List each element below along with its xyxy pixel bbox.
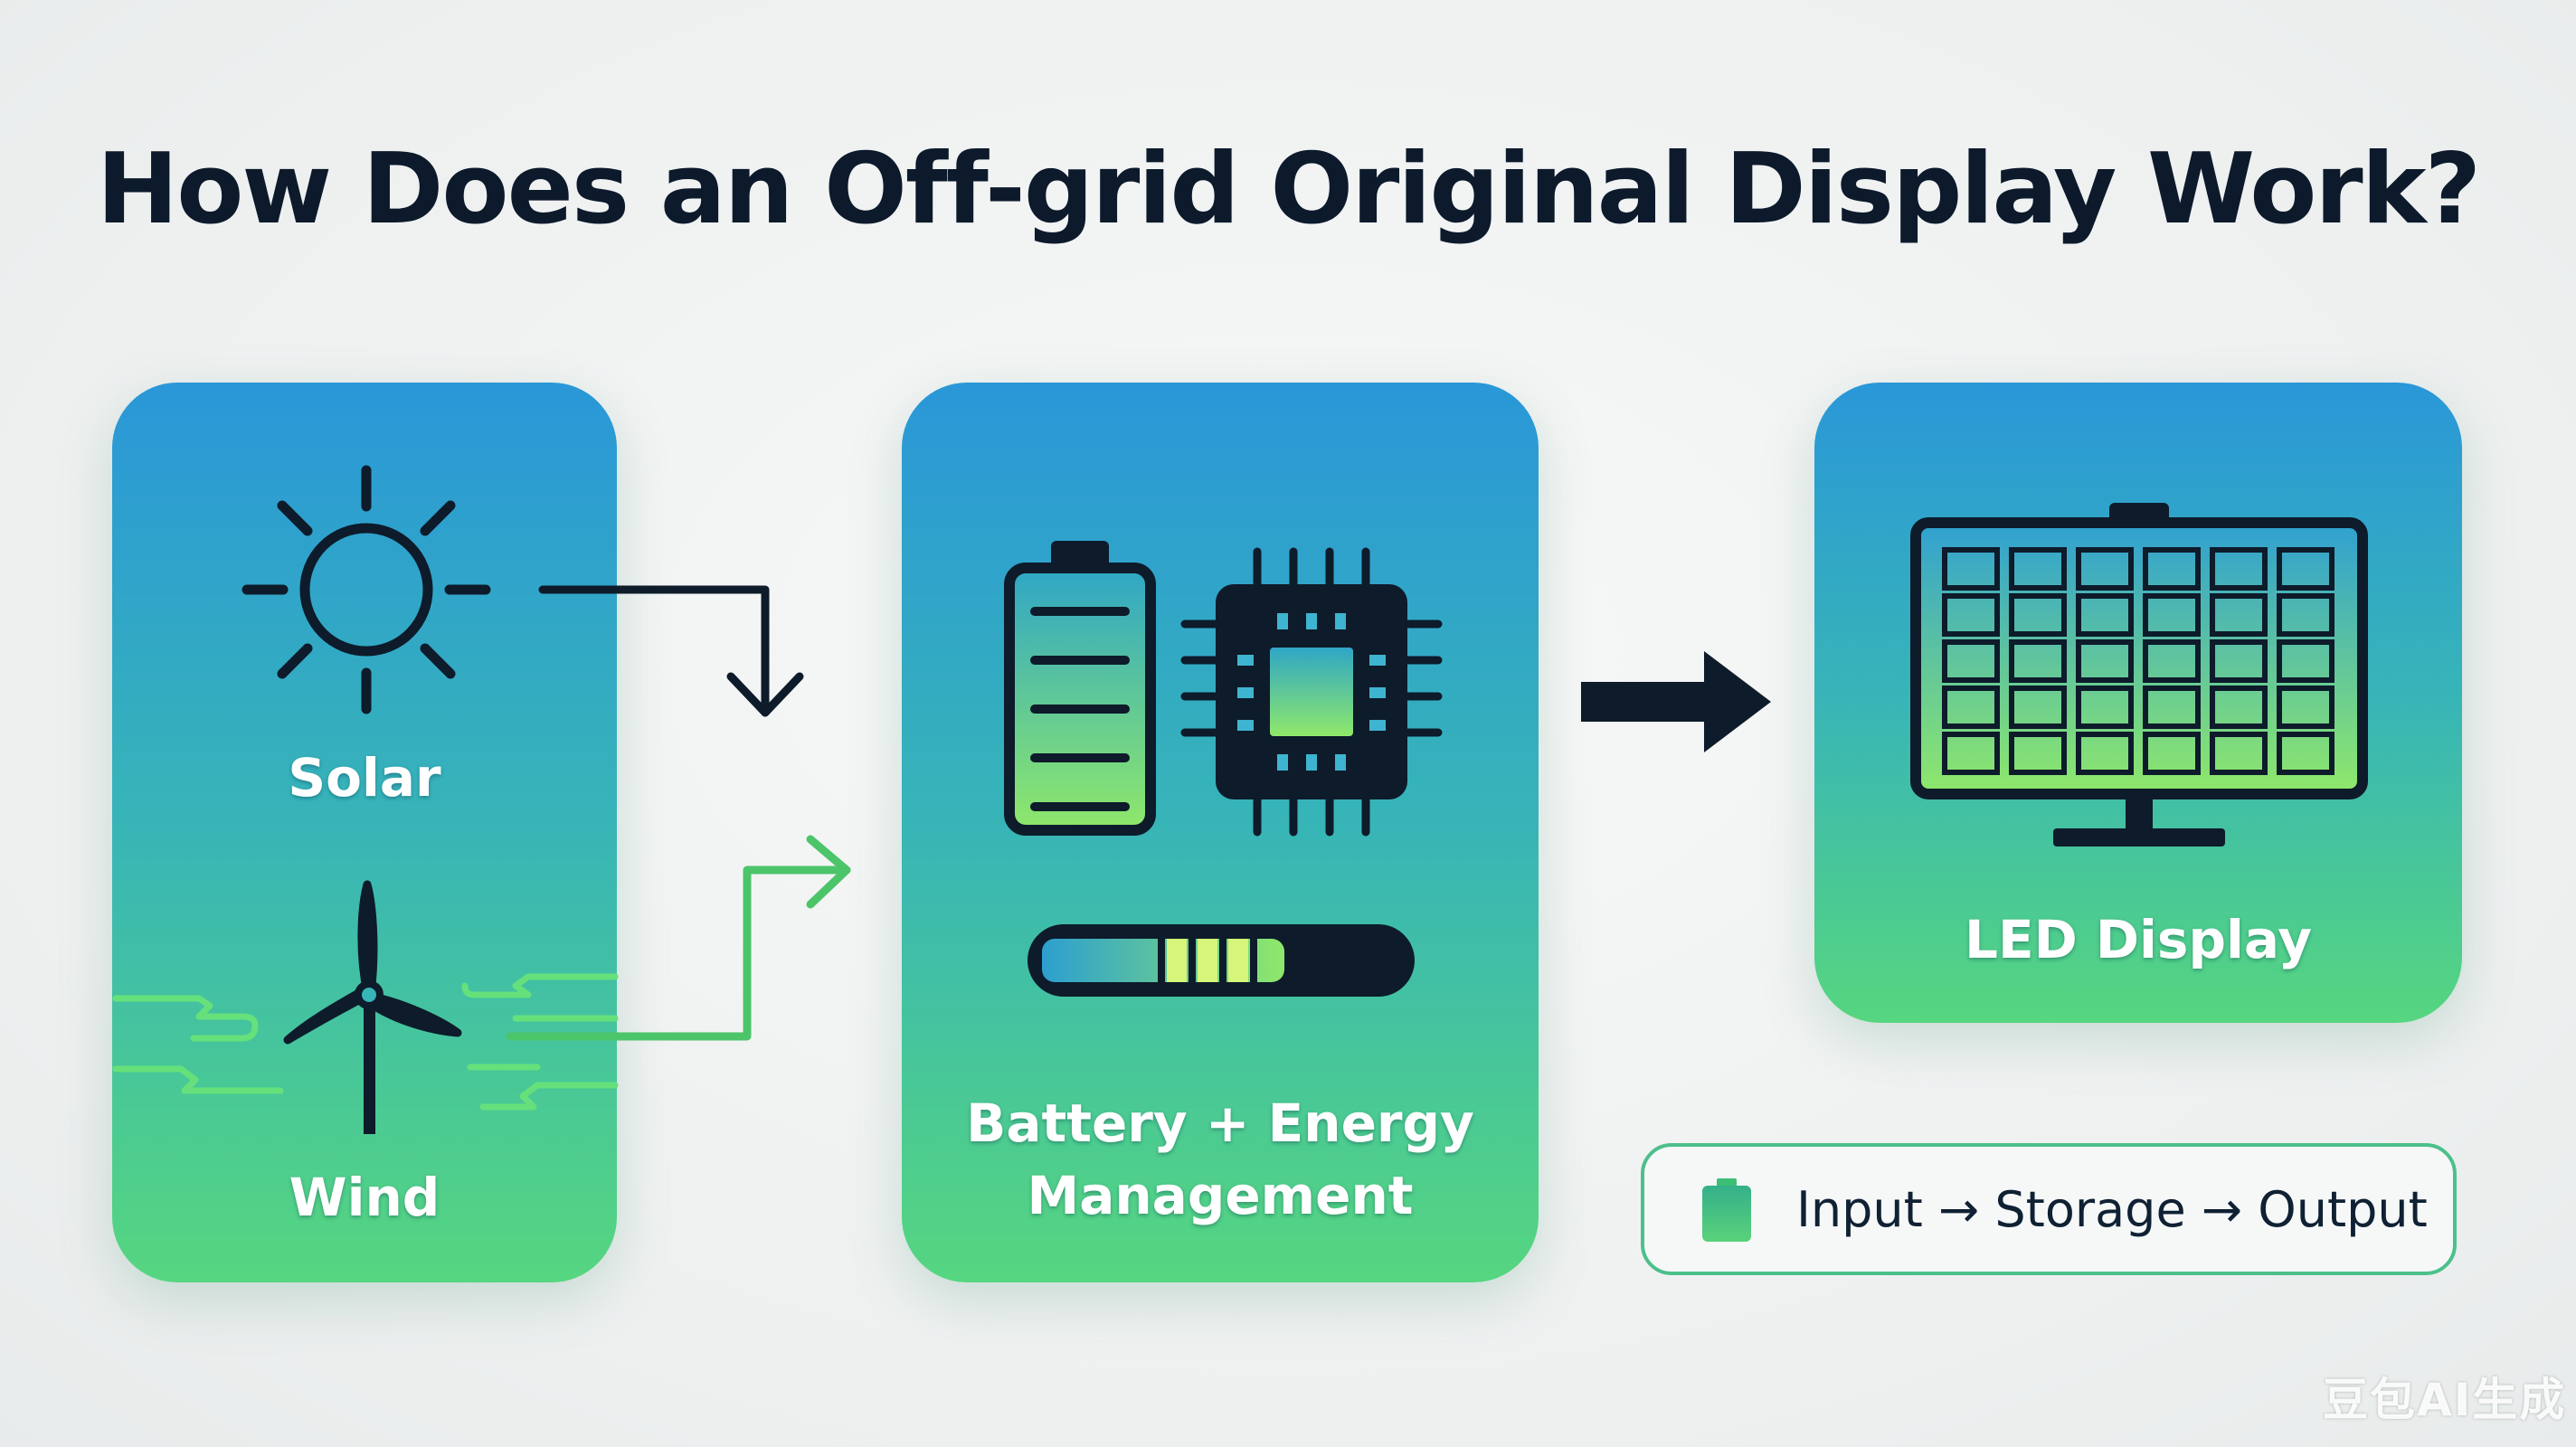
wind-label: Wind — [289, 1167, 440, 1228]
led-panel-cell — [2143, 639, 2201, 683]
led-panel-cell — [2210, 686, 2268, 729]
solar-label: Solar — [288, 747, 441, 809]
led-panel-cell — [2143, 732, 2201, 775]
led-panel-cell — [2076, 686, 2134, 729]
charge-level-bar — [1028, 924, 1415, 997]
led-panel-cell — [2277, 639, 2334, 683]
flow-legend-text: Input → Storage → Output — [1796, 1181, 2428, 1238]
led-panel-cell — [2009, 639, 2067, 683]
led-panel-cell — [2076, 593, 2134, 637]
led-panel-cell — [2076, 547, 2134, 591]
led-panel-cell — [1942, 686, 2000, 729]
management-label: Management — [1027, 1165, 1414, 1226]
battery-icon — [1004, 541, 1156, 836]
led-panel-cell — [2009, 686, 2067, 729]
led-panel-cell — [2009, 593, 2067, 637]
watermark: 豆包AI生成 — [2323, 1374, 2567, 1426]
legend-battery-icon — [1702, 1178, 1751, 1242]
flow-legend — [1641, 1143, 2457, 1275]
battery-management-card — [902, 383, 1539, 1282]
led-panel-cell — [2076, 732, 2134, 775]
led-panel-cell — [2143, 686, 2201, 729]
led-panel-cell — [2277, 593, 2334, 637]
led-display-icon — [1910, 503, 2368, 846]
led-panel-cell — [2076, 639, 2134, 683]
led-panel-cell — [2277, 732, 2334, 775]
led-panel-cell — [2143, 593, 2201, 637]
wind-turbine-icon — [283, 880, 462, 1134]
chip-icon — [1180, 547, 1443, 837]
led-panel-cell — [2210, 547, 2268, 591]
solar-flow-arrow — [538, 585, 804, 717]
wind-lines-icon — [112, 973, 619, 1111]
battery-energy-label: Battery + Energy — [966, 1092, 1474, 1154]
led-panel-cell — [2277, 686, 2334, 729]
led-panel-cell — [2277, 547, 2334, 591]
output-arrow — [1581, 651, 1771, 752]
led-panel-cell — [1942, 593, 2000, 637]
led-panel-cell — [2009, 732, 2067, 775]
led-panel-cell — [2143, 547, 2201, 591]
led-panel-cell — [1942, 547, 2000, 591]
led-panel-cell — [2210, 593, 2268, 637]
led-panel-cell — [2210, 732, 2268, 775]
led-panel-cell — [1942, 732, 2000, 775]
led-display-label: LED Display — [1964, 909, 2313, 970]
led-panel-cell — [1942, 639, 2000, 683]
wind-flow-arrow — [506, 835, 851, 1041]
page-title: How Does an Off-grid Original Display Wo… — [96, 133, 2481, 246]
sun-icon — [242, 465, 491, 714]
led-panel-cell — [2210, 639, 2268, 683]
led-panel-cell — [2009, 547, 2067, 591]
